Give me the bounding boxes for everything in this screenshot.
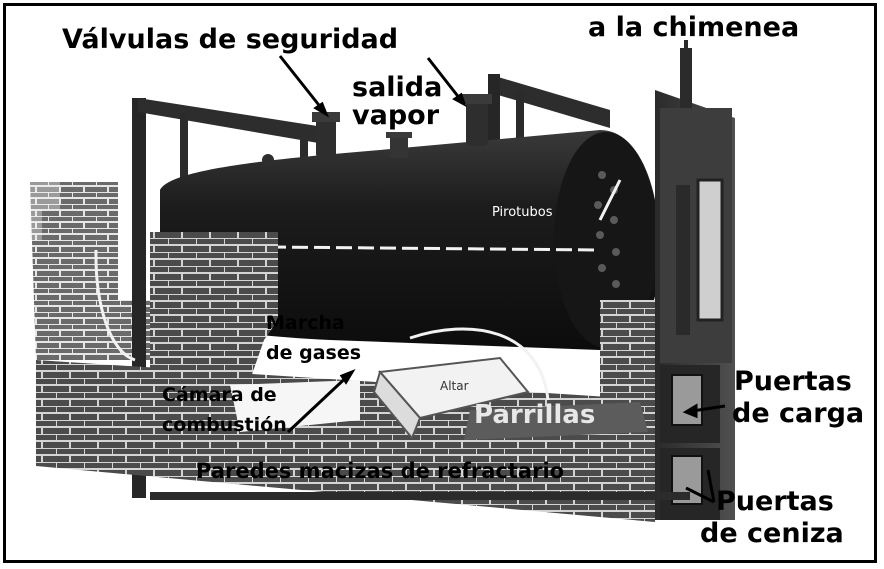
- label-altar: Altar: [440, 379, 469, 393]
- left-brick-wall: [30, 182, 150, 360]
- front-casing: [655, 40, 735, 520]
- label-ceniza-line2: de ceniza: [700, 518, 844, 549]
- label-camara-line1: Cámara de: [162, 384, 277, 406]
- label-carga-line2: de carga: [732, 398, 865, 429]
- label-marcha-line2: de gases: [266, 342, 362, 364]
- label-parrillas: Parrillas: [474, 400, 596, 430]
- valves: [262, 94, 492, 166]
- callout-arrows: [278, 55, 726, 504]
- label-pirotubos: Pirotubos: [492, 205, 553, 220]
- label-valvulas-seguridad: Válvulas de seguridad: [62, 24, 399, 55]
- boiler-drum: [94, 130, 660, 362]
- diagram-border: [3, 3, 877, 563]
- label-camara-line2: combustión: [162, 414, 287, 436]
- label-ceniza-line1: Puertas: [716, 486, 834, 517]
- label-carga-line1: Puertas: [734, 366, 852, 397]
- label-chimenea: a la chimenea: [588, 12, 800, 43]
- label-salida-line2: vapor: [352, 100, 440, 131]
- label-paredes-refractario: Paredes macizas de refractario: [196, 459, 565, 483]
- label-salida-line1: salida: [352, 72, 443, 103]
- altar-and-grates: [150, 327, 690, 500]
- label-marcha-line1: Marcha: [266, 312, 345, 334]
